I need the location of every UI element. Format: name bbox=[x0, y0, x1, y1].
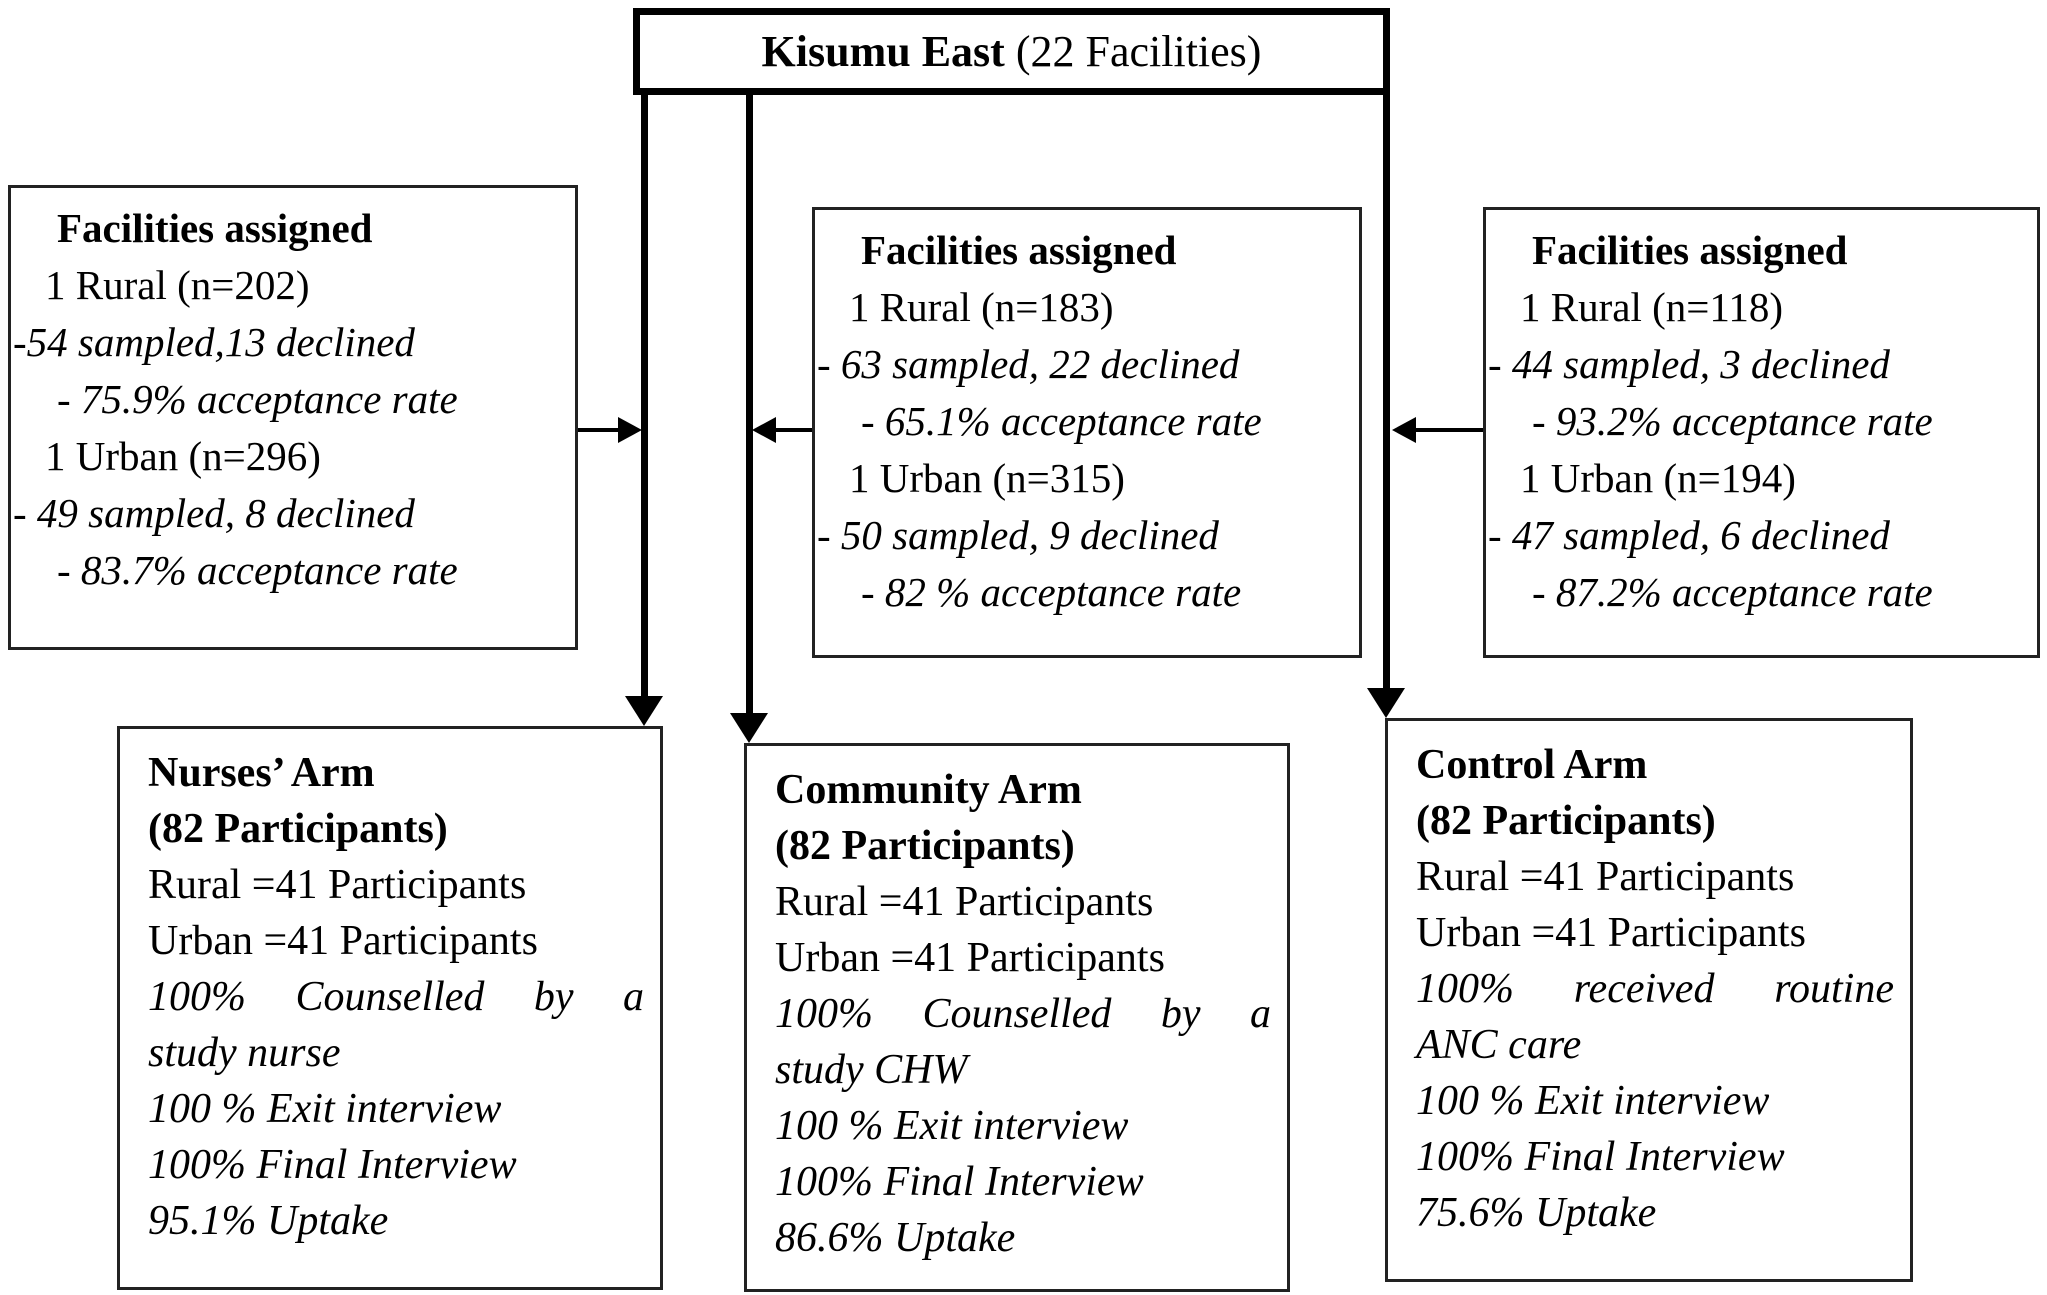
rural-acceptance-line: - 93.2% acceptance rate bbox=[1532, 398, 1933, 444]
arm-box-control: Control Arm (82 Participants) Rural =41 … bbox=[1385, 718, 1913, 1282]
facilities-title: Facilities assigned bbox=[57, 205, 373, 251]
facilities-box-nurses: Facilities assigned 1 Rural (n=202) -54 … bbox=[8, 185, 578, 650]
counselled-line: 100% Counselled by a bbox=[775, 991, 1271, 1037]
arrowhead-down-control-icon bbox=[1367, 688, 1405, 718]
rural-count-line: 1 Rural (n=183) bbox=[849, 284, 1114, 330]
rural-sampled-line: - 44 sampled, 3 declined bbox=[1488, 341, 1890, 387]
routine-care-line-cont: ANC care bbox=[1416, 1022, 1582, 1068]
rural-acceptance-line: - 65.1% acceptance rate bbox=[861, 398, 1262, 444]
arm-participants: (82 Participants) bbox=[148, 806, 448, 852]
arm-title: Community Arm bbox=[775, 767, 1082, 813]
facilities-title: Facilities assigned bbox=[1532, 227, 1848, 273]
uptake-line: 86.6% Uptake bbox=[775, 1215, 1016, 1261]
exit-interview-line: 100 % Exit interview bbox=[1416, 1078, 1770, 1124]
counselled-line: 100% Counselled by a bbox=[148, 974, 644, 1020]
rural-sampled-line: - 63 sampled, 22 declined bbox=[817, 341, 1240, 387]
arrowhead-right-icon bbox=[618, 417, 642, 443]
facilities-box-control: Facilities assigned 1 Rural (n=118) - 44… bbox=[1483, 207, 2040, 658]
arrowhead-down-community-icon bbox=[730, 713, 768, 743]
rural-participants-line: Rural =41 Participants bbox=[1416, 854, 1795, 900]
urban-count-line: 1 Urban (n=315) bbox=[849, 455, 1125, 501]
arm-participants: (82 Participants) bbox=[775, 823, 1075, 869]
urban-count-line: 1 Urban (n=296) bbox=[45, 433, 321, 479]
arrowhead-left-community-icon bbox=[752, 417, 776, 443]
rural-count-line: 1 Rural (n=118) bbox=[1520, 284, 1783, 330]
rural-sampled-line: -54 sampled,13 declined bbox=[13, 319, 415, 365]
kisumu-east-header-box: Kisumu East (22 Facilities) bbox=[633, 8, 1390, 95]
connector-line-nurses bbox=[641, 90, 648, 698]
routine-care-line: 100% received routine bbox=[1416, 966, 1894, 1012]
urban-participants-line: Urban =41 Participants bbox=[148, 918, 538, 964]
facilities-to-community-line bbox=[774, 428, 814, 432]
urban-sampled-line: - 50 sampled, 9 declined bbox=[817, 512, 1219, 558]
facilities-to-control-line bbox=[1414, 428, 1486, 432]
final-interview-line: 100% Final Interview bbox=[775, 1159, 1144, 1205]
arrowhead-down-nurses-icon bbox=[625, 696, 663, 726]
rural-participants-line: Rural =41 Participants bbox=[775, 879, 1154, 925]
exit-interview-line: 100 % Exit interview bbox=[775, 1103, 1129, 1149]
facilities-box-community: Facilities assigned 1 Rural (n=183) - 63… bbox=[812, 207, 1362, 658]
urban-acceptance-line: - 87.2% acceptance rate bbox=[1532, 569, 1933, 615]
urban-participants-line: Urban =41 Participants bbox=[1416, 910, 1806, 956]
arm-title: Nurses’ Arm bbox=[148, 750, 375, 796]
arm-participants: (82 Participants) bbox=[1416, 798, 1716, 844]
district-name-label: Kisumu East bbox=[761, 27, 1005, 76]
exit-interview-line: 100 % Exit interview bbox=[148, 1086, 502, 1132]
rural-count-line: 1 Rural (n=202) bbox=[45, 262, 310, 308]
uptake-line: 95.1% Uptake bbox=[148, 1198, 389, 1244]
arm-box-community: Community Arm (82 Participants) Rural =4… bbox=[744, 743, 1290, 1292]
facilities-title: Facilities assigned bbox=[861, 227, 1177, 273]
urban-participants-line: Urban =41 Participants bbox=[775, 935, 1165, 981]
urban-acceptance-line: - 83.7% acceptance rate bbox=[57, 547, 458, 593]
rural-participants-line: Rural =41 Participants bbox=[148, 862, 527, 908]
urban-sampled-line: - 47 sampled, 6 declined bbox=[1488, 512, 1890, 558]
urban-count-line: 1 Urban (n=194) bbox=[1520, 455, 1796, 501]
arm-box-nurses: Nurses’ Arm (82 Participants) Rural =41 … bbox=[117, 726, 663, 1290]
final-interview-line: 100% Final Interview bbox=[148, 1142, 517, 1188]
counselled-line-cont: study CHW bbox=[775, 1047, 968, 1093]
uptake-line: 75.6% Uptake bbox=[1416, 1190, 1657, 1236]
connector-line-control bbox=[1383, 90, 1390, 690]
counselled-line-cont: study nurse bbox=[148, 1030, 341, 1076]
final-interview-line: 100% Final Interview bbox=[1416, 1134, 1785, 1180]
arrowhead-left-control-icon bbox=[1392, 417, 1416, 443]
facilities-to-nurses-line bbox=[576, 428, 620, 432]
urban-sampled-line: - 49 sampled, 8 declined bbox=[13, 490, 415, 536]
urban-acceptance-line: - 82 % acceptance rate bbox=[861, 569, 1242, 615]
rural-acceptance-line: - 75.9% acceptance rate bbox=[57, 376, 458, 422]
facility-count-label: (22 Facilities) bbox=[1004, 27, 1262, 76]
connector-line-community bbox=[746, 90, 753, 715]
arm-title: Control Arm bbox=[1416, 742, 1648, 788]
